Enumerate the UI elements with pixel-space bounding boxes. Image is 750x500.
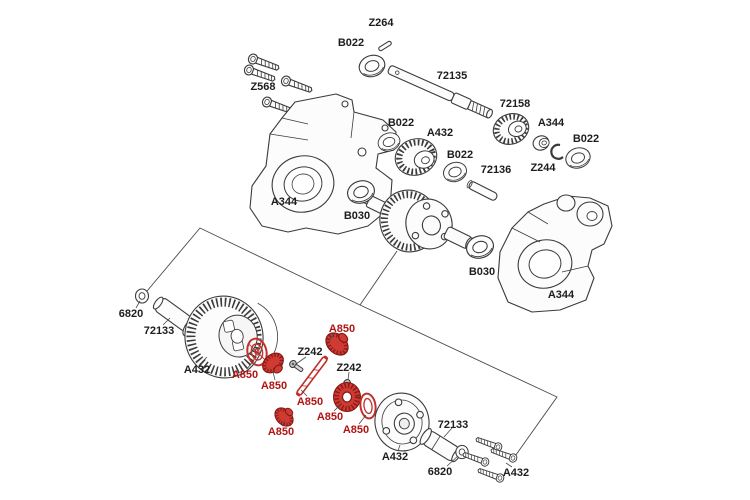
gear-72158 [492,113,530,145]
part-label-a850-24: A850 [297,396,323,408]
part-label-72158-4: 72158 [500,98,531,110]
part-label-a850-19: A850 [232,369,258,381]
screw-a432-2 [461,449,491,468]
part-label-a344-15: A344 [548,289,575,301]
part-label-6820-16: 6820 [119,308,143,320]
part-label-72136-10: 72136 [481,164,512,176]
part-label-b022-8: B022 [573,133,599,145]
part-label-a432-6: A432 [427,127,453,139]
gear-a432-large [184,295,278,379]
part-label-b030-13: B030 [344,210,370,222]
part-label-72133-28: 72133 [438,419,469,431]
washer-6820-left [134,288,150,304]
part-label-a850-25: A850 [317,411,343,423]
part-label-a344-12: A344 [271,196,298,208]
shim-a850-right [359,392,377,420]
pin-z264 [378,40,392,52]
outdrive-72133-right [419,428,462,463]
bearing-b022-top [355,51,389,81]
gearbox-housing-right-a344 [497,194,613,313]
part-label-a850-26: A850 [343,424,369,436]
part-label-a344-7: A344 [538,117,565,129]
screw-z568-3 [279,74,315,96]
part-label-a850-20: A850 [261,380,287,392]
part-label-a432-29: A432 [382,451,408,463]
collar-a344 [532,135,550,151]
diff-hub-a432-right [374,392,430,452]
bolt-hole [381,124,389,132]
gear-a432-pinion [394,138,438,176]
bolt-hole [357,147,367,157]
part-label-72133-17: 72133 [144,325,175,337]
screw-a432-4 [489,445,519,464]
bolt-hole [341,100,349,108]
part-label-b022-5: B022 [388,117,414,129]
cross-shaft-a850 [295,355,329,397]
main-exploded-view [242,40,613,313]
part-label-a432-31: A432 [503,467,529,479]
bearing-b022-right [562,144,594,172]
eclip-z244 [550,143,564,160]
part-label-b022-9: B022 [447,149,473,161]
screw-a432-3 [476,465,506,484]
part-label-b030-14: B030 [469,266,495,278]
screw-z242-left [287,358,305,375]
part-label-6820-30: 6820 [428,466,452,478]
part-label-b022-1: B022 [338,37,364,49]
screw-a432-1 [474,434,504,453]
part-label-z264-0: Z264 [368,17,394,29]
shaft-72135 [387,65,493,119]
bearing-b022-mid [440,158,470,186]
part-label-a850-27: A850 [268,426,294,438]
leader-lines [135,300,513,468]
part-label-z244-11: Z244 [530,162,556,174]
callout-exploded-diff [134,288,519,484]
part-label-a432-18: A432 [184,364,210,376]
pin-72136 [466,180,498,201]
part-label-z242-22: Z242 [297,346,322,358]
labels-layer: Z264B02272135Z56872158B022A432A344B022B0… [119,17,599,479]
part-label-72135-2: 72135 [437,70,468,82]
diff-case-flange [405,198,453,250]
gearbox-housing-left-a344 [249,93,397,235]
part-label-z242-23: Z242 [336,362,361,374]
part-label-a850-21: A850 [329,323,355,335]
part-label-z568-3: Z568 [250,81,275,93]
callout-lines [141,227,558,460]
